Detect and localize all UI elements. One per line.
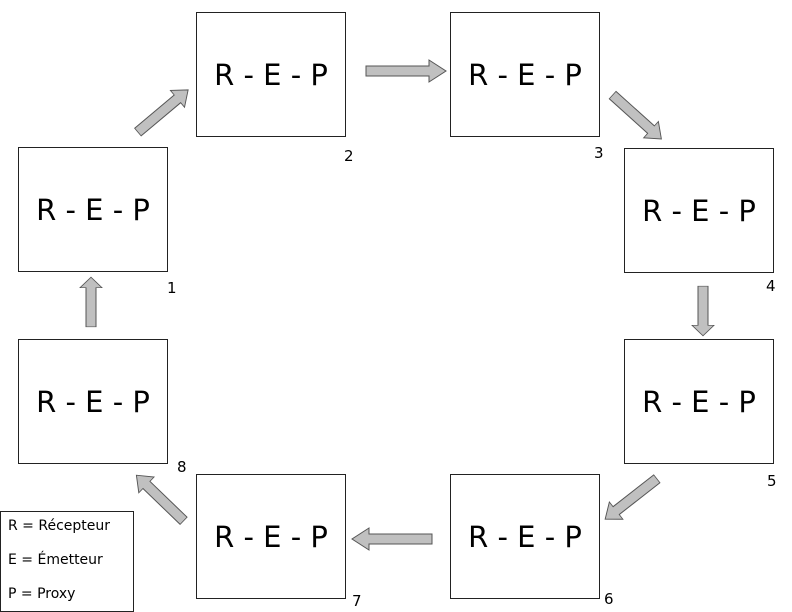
node-2-number: 2 — [344, 147, 354, 165]
legend-receiver: R = Récepteur — [8, 518, 110, 534]
arrow-4-to-5 — [691, 285, 715, 337]
node-1-label: R - E - P — [36, 192, 150, 227]
node-7: R - E - P — [196, 474, 346, 599]
arrow-8-to-1 — [79, 276, 103, 328]
node-2-label: R - E - P — [214, 57, 328, 92]
legend-proxy: P = Proxy — [8, 586, 76, 602]
node-2: R - E - P — [196, 12, 346, 137]
node-7-label: R - E - P — [214, 519, 328, 554]
node-4-label: R - E - P — [642, 193, 756, 228]
arrow-6-to-7 — [351, 527, 433, 551]
node-8-label: R - E - P — [36, 384, 150, 419]
node-8-number: 8 — [177, 458, 187, 476]
arrow-3-to-4 — [604, 86, 670, 148]
arrow-7-to-8 — [128, 466, 192, 530]
node-4-number: 4 — [766, 277, 776, 295]
node-3-label: R - E - P — [468, 57, 582, 92]
arrow-5-to-6 — [597, 469, 665, 529]
node-5-label: R - E - P — [642, 384, 756, 419]
node-1-number: 1 — [167, 279, 177, 297]
node-5: R - E - P — [624, 339, 774, 464]
node-6-label: R - E - P — [468, 519, 582, 554]
arrow-1-to-2 — [130, 81, 196, 141]
arrow-2-to-3 — [365, 59, 447, 83]
legend-box: R = Récepteur E = Émetteur P = Proxy — [0, 511, 134, 612]
node-5-number: 5 — [767, 472, 777, 490]
node-4: R - E - P — [624, 148, 774, 273]
node-8: R - E - P — [18, 339, 168, 464]
node-7-number: 7 — [352, 592, 362, 610]
node-6-number: 6 — [604, 590, 614, 608]
node-1: R - E - P — [18, 147, 168, 272]
node-6: R - E - P — [450, 474, 600, 599]
legend-emitter: E = Émetteur — [8, 552, 103, 568]
node-3: R - E - P — [450, 12, 600, 137]
node-3-number: 3 — [594, 144, 604, 162]
